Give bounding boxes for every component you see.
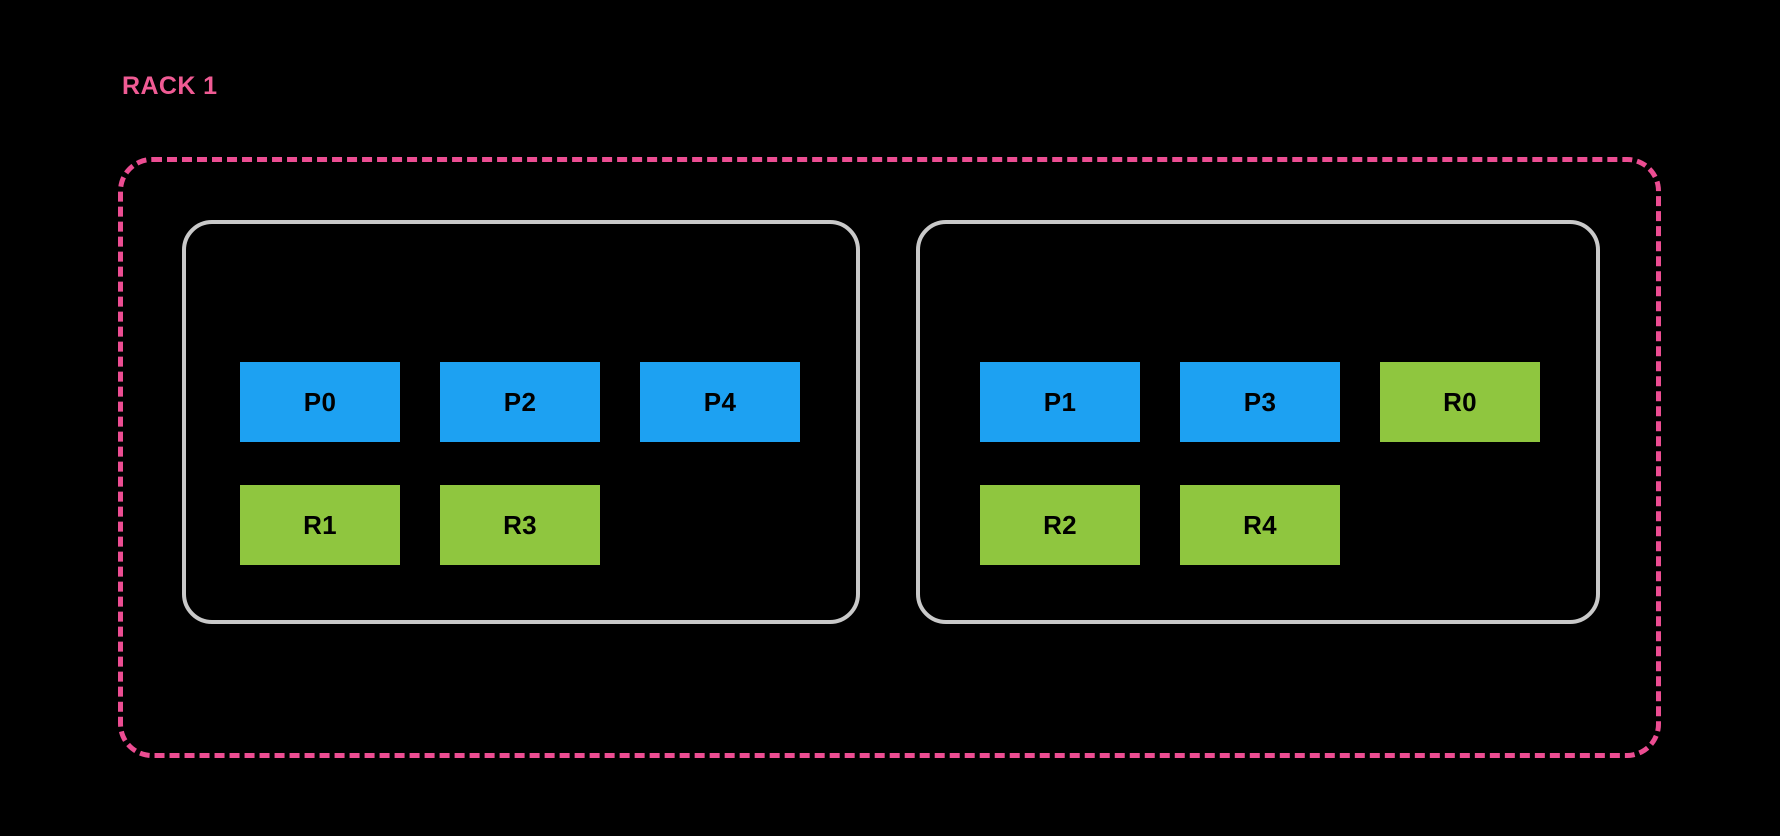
shard-tile-p3[interactable]: P3 xyxy=(1180,362,1340,442)
rack-boundary xyxy=(118,157,1661,758)
shard-tile-p2[interactable]: P2 xyxy=(440,362,600,442)
replica-tile-r3[interactable]: R3 xyxy=(440,485,600,565)
replica-tile-r1[interactable]: R1 xyxy=(240,485,400,565)
shard-tile-p4[interactable]: P4 xyxy=(640,362,800,442)
node-container-right xyxy=(916,220,1600,624)
node-container-left xyxy=(182,220,860,624)
rack-label: RACK 1 xyxy=(122,72,218,100)
shard-tile-p0[interactable]: P0 xyxy=(240,362,400,442)
shard-tile-p1[interactable]: P1 xyxy=(980,362,1140,442)
replica-tile-r2[interactable]: R2 xyxy=(980,485,1140,565)
replica-tile-r4[interactable]: R4 xyxy=(1180,485,1340,565)
replica-tile-r0[interactable]: R0 xyxy=(1380,362,1540,442)
